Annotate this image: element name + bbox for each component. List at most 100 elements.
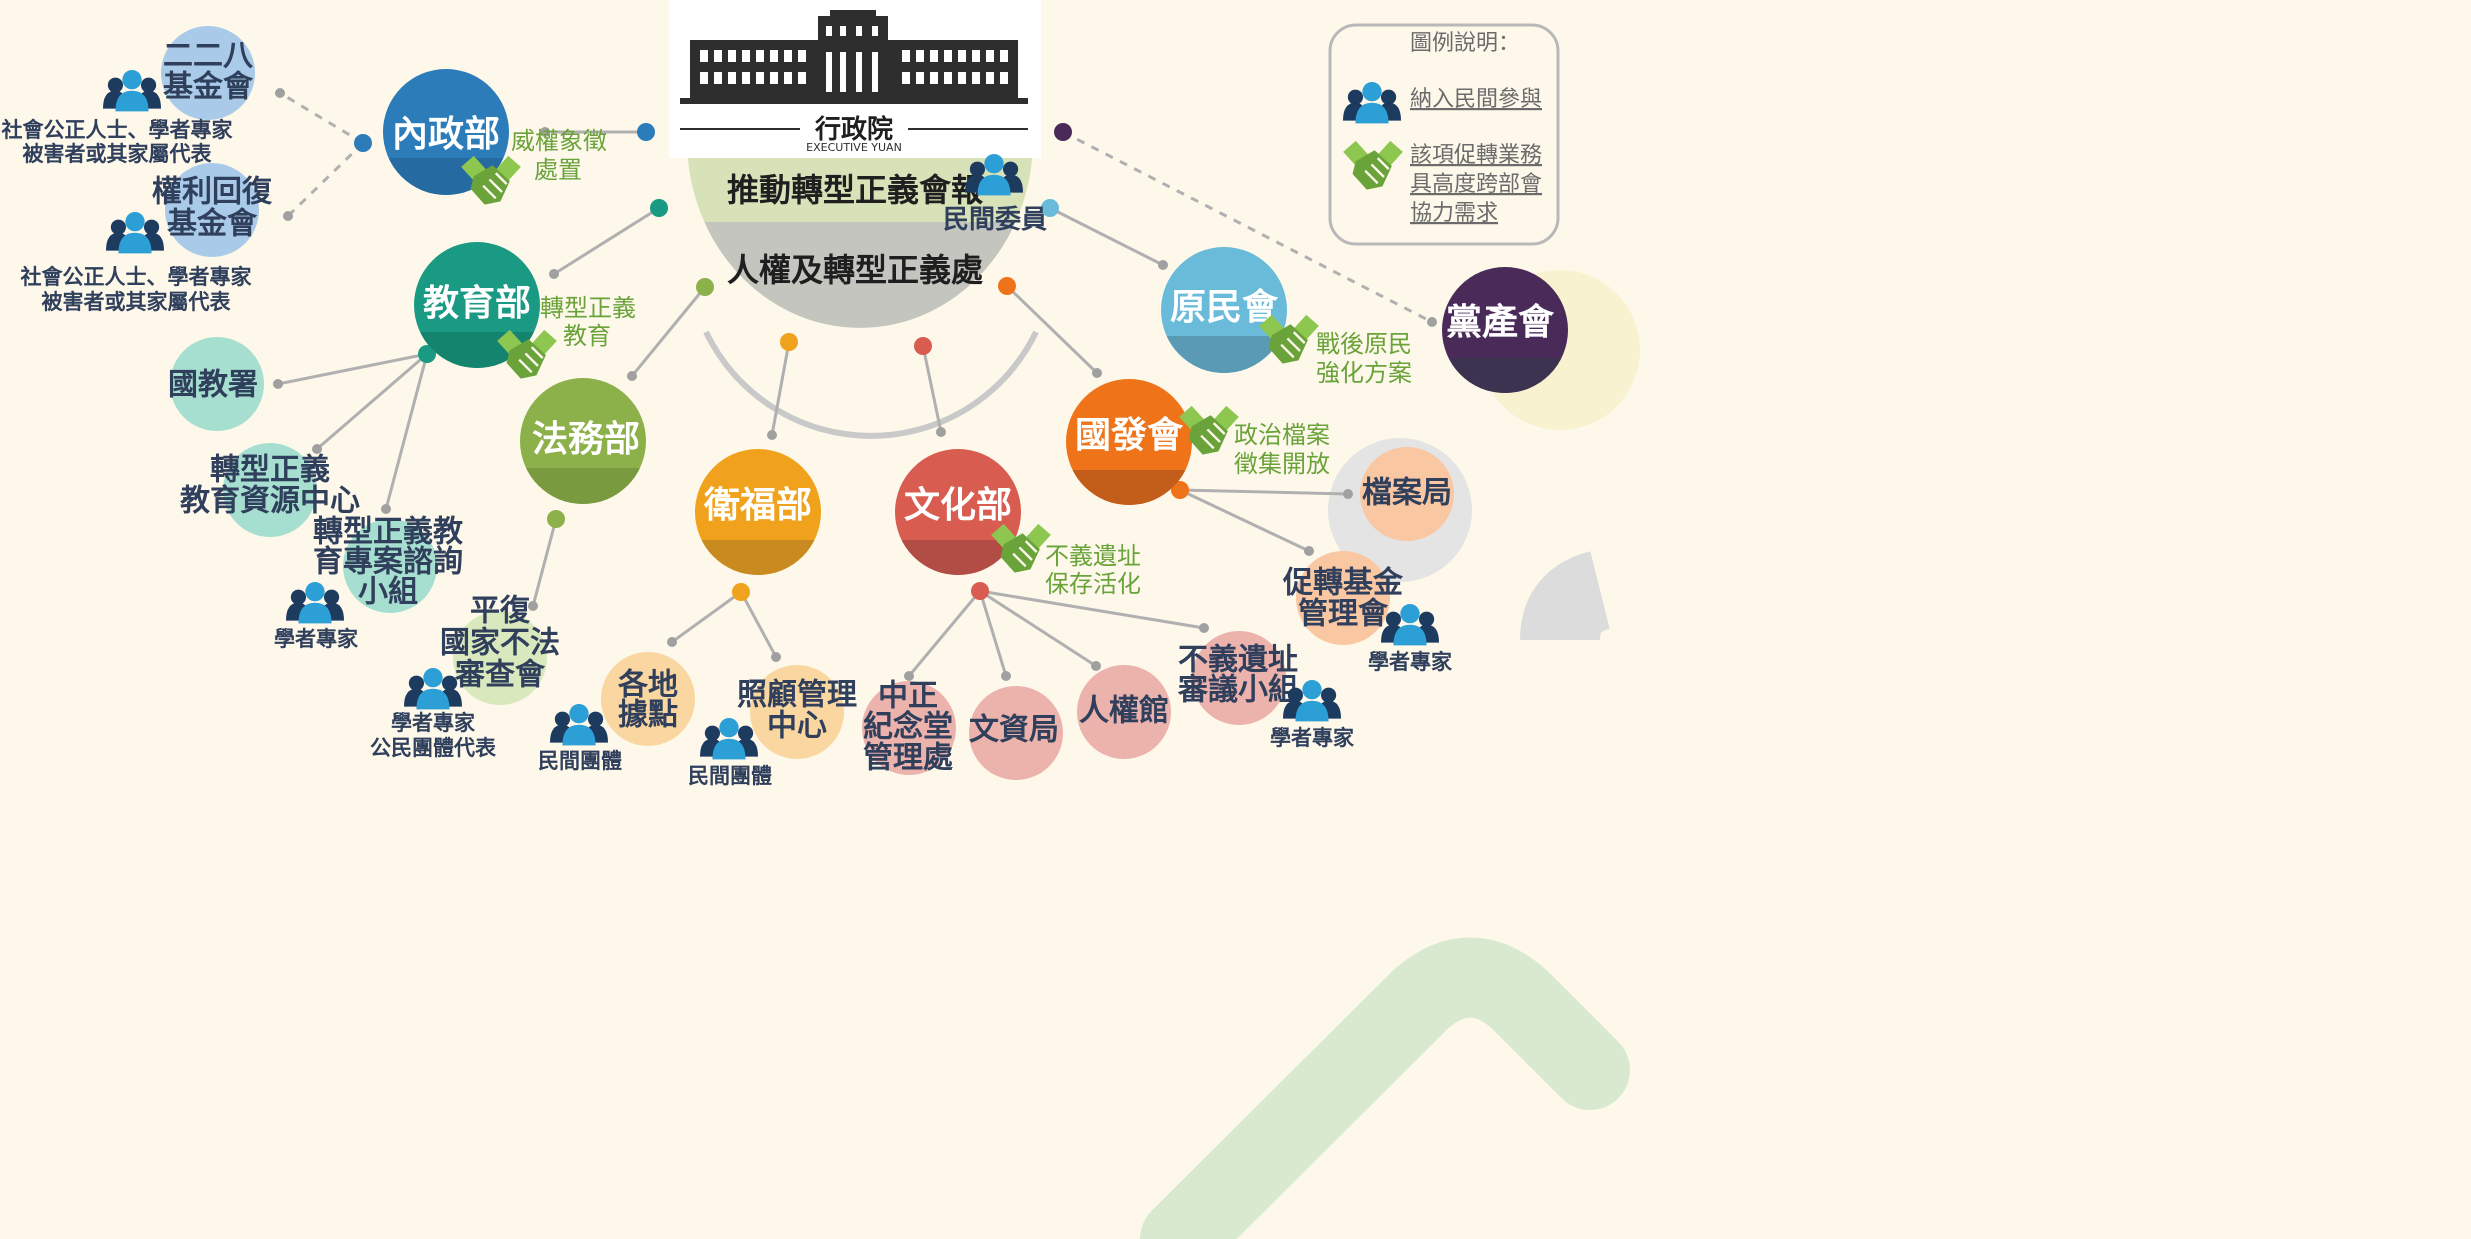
svg-text:徵集開放: 徵集開放 (1234, 450, 1330, 478)
ministry-indigenous: 原民會 (1161, 247, 1287, 373)
svg-text:國家不法: 國家不法 (440, 626, 560, 661)
svg-text:教育: 教育 (563, 322, 611, 350)
svg-text:人權館: 人權館 (1079, 694, 1169, 729)
svg-text:國教署: 國教署 (168, 368, 258, 403)
task-authoritarian-symbols: 威權象徵 (511, 127, 607, 155)
office-label: 人權及轉型正義處 (727, 251, 983, 289)
agency-rights-foundation: 權利回復 基金會 (152, 163, 273, 257)
svg-text:教育資源中心: 教育資源中心 (180, 484, 360, 519)
ministry-health-label: 衛福部 (703, 485, 812, 526)
ministry-justice-label: 法務部 (532, 419, 640, 460)
svg-text:育專案諮詢: 育專案諮詢 (313, 545, 463, 580)
svg-text:管理處: 管理處 (863, 741, 953, 776)
ministry-interior-label: 內政部 (392, 114, 500, 155)
svg-text:轉型正義教: 轉型正義教 (313, 515, 463, 550)
svg-text:基金會: 基金會 (163, 70, 254, 105)
svg-text:基金會: 基金會 (167, 207, 258, 242)
people-group-icon (1343, 81, 1401, 124)
participants-tj-foundation: 學者專家 (1368, 650, 1453, 674)
svg-text:審議小組: 審議小組 (1177, 673, 1298, 708)
ministry-health: 衛福部 (695, 449, 821, 575)
svg-text:小組: 小組 (358, 575, 418, 610)
svg-text:文資局: 文資局 (969, 713, 1059, 748)
svg-text:協力需求: 協力需求 (1410, 201, 1498, 226)
agency-archives-bureau: 檔案局 (1360, 447, 1454, 541)
task-political-archives: 政治檔案 (1234, 421, 1330, 449)
svg-text:處置: 處置 (534, 156, 582, 184)
svg-text:管理會: 管理會 (1298, 597, 1389, 632)
svg-text:中心: 中心 (767, 709, 827, 744)
participants-advisory: 學者專家 (274, 627, 359, 651)
participants-local: 民間團體 (538, 749, 622, 773)
executive-yuan-center: 行政院 EXECUTIVE YUAN 推動轉型正義會報 人權及轉型正義處 民間委… (669, 0, 1047, 328)
executive-yuan-title: 行政院 (814, 114, 893, 145)
svg-text:保存活化: 保存活化 (1045, 570, 1141, 598)
participants-care: 民間團體 (688, 764, 772, 788)
svg-text:紀念堂: 紀念堂 (863, 710, 953, 745)
people-group-icon (103, 69, 161, 112)
ministry-justice: 法務部 (520, 378, 646, 504)
connector-dots (273, 88, 1437, 681)
agency-228-foundation: 二二八 基金會 (161, 26, 255, 120)
background-decoration (1140, 270, 1640, 1239)
executive-yuan-building-icon (680, 10, 1028, 104)
people-group-icon (700, 717, 758, 760)
svg-text:審查會: 審查會 (454, 658, 546, 693)
agency-tj-foundation: 促轉基金 管理會 (1282, 551, 1404, 645)
connectors (277, 91, 1433, 677)
legend: 圖例說明： 納入民間參與 該項促轉業務 具高度跨部會 協力需求 (1328, 23, 1560, 246)
people-group-icon (404, 667, 462, 710)
agency-care-center: 照顧管理 中心 (737, 665, 857, 759)
agency-unjust-sites-group: 不義遺址 審議小組 (1177, 631, 1298, 725)
svg-text:促轉基金: 促轉基金 (1282, 566, 1404, 601)
svg-text:檔案局: 檔案局 (1362, 476, 1452, 511)
agency-k12: 國教署 (168, 337, 264, 431)
svg-text:照顧管理: 照顧管理 (737, 678, 857, 713)
svg-text:權利回復: 權利回復 (152, 175, 273, 210)
executive-yuan-subtitle: EXECUTIVE YUAN (806, 141, 902, 154)
legend-civil-participation: 納入民間參與 (1410, 87, 1542, 112)
svg-text:被害者或其家屬代表: 被害者或其家屬代表 (42, 290, 232, 314)
svg-text:不義遺址: 不義遺址 (1178, 643, 1298, 678)
ministry-culture-label: 文化部 (904, 485, 1012, 526)
svg-text:公民團體代表: 公民團體代表 (370, 736, 497, 760)
agency-tj-resource-center: 轉型正義 教育資源中心 (180, 443, 360, 537)
svg-text:轉型正義: 轉型正義 (210, 453, 330, 488)
ministry-indigenous-label: 原民會 (1170, 287, 1279, 328)
committee-member-label: 民間委員 (943, 205, 1047, 235)
task-indigenous-plan: 戰後原民 (1316, 330, 1412, 358)
agency-heritage-bureau: 文資局 (969, 686, 1063, 780)
legend-cross-agency: 該項促轉業務 (1410, 143, 1542, 168)
agency-tj-advisory-group: 轉型正義教 育專案諮詢 小組 (313, 515, 463, 613)
task-tj-education: 轉型正義 (540, 294, 636, 322)
participants-228: 社會公正人士、學者專家 (1, 118, 234, 142)
center-arc (703, 330, 1039, 439)
agency-human-rights-museum: 人權館 (1077, 665, 1171, 759)
ministry-party-assets-label: 黨產會 (1446, 302, 1555, 343)
handshake-icon (1341, 139, 1405, 191)
participants-unjust-sites: 學者專家 (1270, 726, 1355, 750)
people-group-icon (106, 211, 164, 254)
svg-text:被害者或其家屬代表: 被害者或其家屬代表 (23, 142, 213, 166)
ministry-ndc-label: 國發會 (1075, 415, 1184, 456)
agency-redress-committee: 平復 國家不法 審查會 (440, 594, 560, 705)
committee-label: 推動轉型正義會報 (727, 171, 983, 209)
people-group-icon (550, 703, 608, 746)
svg-text:具高度跨部會: 具高度跨部會 (1410, 172, 1542, 197)
svg-text:中正: 中正 (878, 679, 938, 714)
svg-text:據點: 據點 (618, 698, 678, 733)
ministry-ndc: 國發會 (1066, 379, 1192, 505)
ministry-education-label: 教育部 (423, 283, 531, 324)
participants-rights: 社會公正人士、學者專家 (20, 265, 253, 289)
svg-text:強化方案: 強化方案 (1316, 359, 1412, 387)
agency-local-sites: 各地 據點 (601, 652, 695, 746)
people-group-icon (286, 581, 344, 624)
task-unjust-sites: 不義遺址 (1045, 542, 1141, 570)
svg-text:各地: 各地 (617, 668, 678, 703)
legend-title: 圖例說明： (1410, 31, 1520, 56)
svg-text:二二八: 二二八 (163, 39, 254, 74)
participants-redress: 學者專家 (391, 711, 476, 735)
people-group-icon (1381, 603, 1439, 646)
